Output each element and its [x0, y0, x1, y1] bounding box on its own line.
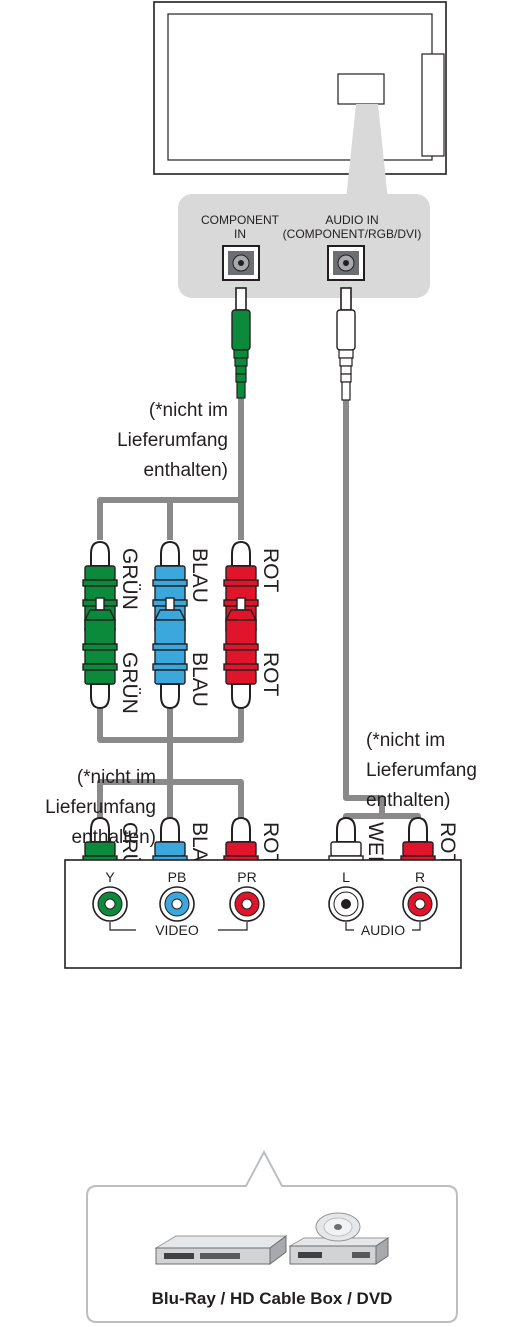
port-label-pr: PR: [237, 869, 256, 885]
tv-input-panel: COMPONENT IN AUDIO IN (COMPONENT/RGB/DVI…: [178, 194, 430, 298]
port-label-l: L: [342, 869, 350, 885]
jack-pr[interactable]: [229, 886, 265, 922]
audio-label: AUDIO: [361, 922, 405, 938]
audio-in-jack[interactable]: [327, 245, 365, 281]
port-label-pb: PB: [168, 869, 187, 885]
rca-plug-green[interactable]: [82, 597, 118, 709]
note-top-left: (*nicht im Lieferumfang enthalten): [117, 400, 228, 481]
svg-text:IN: IN: [234, 227, 246, 241]
svg-text:Lieferumfang: Lieferumfang: [117, 430, 228, 451]
cables: [97, 398, 421, 819]
jack-pb[interactable]: [159, 886, 195, 922]
svg-text:enthalten): enthalten): [366, 790, 451, 811]
jack-l[interactable]: [328, 886, 364, 922]
plug-label-blue: BLAU: [188, 548, 211, 603]
device-output-panel: Y PB PR L R V: [64, 859, 462, 969]
plug-label-red: ROT: [259, 548, 282, 593]
video-label: VIDEO: [155, 922, 199, 938]
rca-plug-blue[interactable]: [152, 597, 188, 709]
dvd-player-icon: [288, 1212, 390, 1265]
jack-y[interactable]: [92, 886, 128, 922]
device-box: Blu-Ray / HD Cable Box / DVD: [86, 1149, 458, 1323]
plug-label-green: GRÜN: [118, 652, 141, 714]
tv-icon: [153, 1, 447, 200]
device-box-title: Blu-Ray / HD Cable Box / DVD: [152, 1289, 393, 1308]
svg-text:(*nicht im: (*nicht im: [77, 767, 156, 788]
svg-text:(*nicht im: (*nicht im: [149, 400, 228, 421]
audio-bracket: [345, 922, 354, 931]
port-label-y: Y: [105, 869, 115, 885]
plug-label-red: ROT: [259, 822, 282, 867]
component-in-jack[interactable]: [222, 245, 260, 281]
disc-icon: [315, 1212, 361, 1242]
port-label-r: R: [415, 869, 425, 885]
plug-label-blue: BLAU: [188, 652, 211, 707]
svg-text:(COMPONENT/RGB/DVI): (COMPONENT/RGB/DVI): [283, 227, 422, 241]
note-right: (*nicht im Lieferumfang enthalten): [366, 730, 477, 811]
audio-in-label: AUDIO IN: [325, 213, 378, 227]
bluray-player-icon: [154, 1235, 288, 1265]
plug-label-green: GRÜN: [118, 548, 141, 610]
video-bracket: [109, 922, 136, 931]
rca-plug-red[interactable]: [223, 597, 259, 709]
svg-text:(*nicht im: (*nicht im: [366, 730, 445, 751]
audio-minijack-plug[interactable]: [336, 287, 356, 401]
plug-label-red: ROT: [436, 822, 459, 867]
plug-label-red: ROT: [259, 652, 282, 697]
svg-text:Lieferumfang: Lieferumfang: [366, 760, 477, 781]
component-minijack-plug[interactable]: [231, 287, 251, 399]
component-in-label: COMPONENT: [201, 213, 280, 227]
svg-text:Lieferumfang: Lieferumfang: [45, 797, 156, 818]
jack-r[interactable]: [402, 886, 438, 922]
svg-text:enthalten): enthalten): [143, 460, 228, 481]
